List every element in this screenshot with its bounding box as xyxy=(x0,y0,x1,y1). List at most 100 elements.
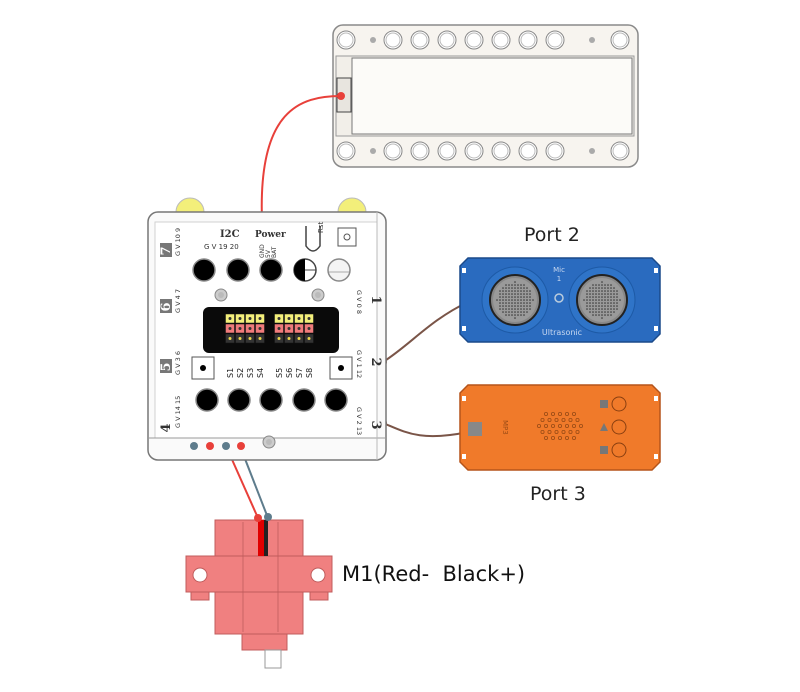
battery-hole xyxy=(491,30,511,50)
port-number: 6 xyxy=(159,299,174,313)
motor-label: M1(Red- Black+) xyxy=(342,562,526,586)
mp3-button[interactable] xyxy=(611,396,627,412)
port-number: 3 xyxy=(368,420,383,429)
socket[interactable] xyxy=(259,388,283,412)
grille-hole xyxy=(572,435,577,440)
socket[interactable] xyxy=(195,388,219,412)
svg-text:4: 4 xyxy=(159,423,174,432)
socket[interactable] xyxy=(259,258,283,282)
grille-hole xyxy=(551,423,556,428)
socket[interactable] xyxy=(226,258,250,282)
grille-hole xyxy=(579,423,584,428)
servo-label: S1 xyxy=(226,368,235,378)
battery-hole xyxy=(410,141,430,161)
ultrasonic-sensor: Mic 1 Ultrasonic xyxy=(459,257,661,343)
grille-hole xyxy=(558,435,563,440)
grille-hole xyxy=(547,429,552,434)
svg-text:7: 7 xyxy=(159,246,174,255)
grille-hole xyxy=(572,411,577,416)
port-pins: G V 10 9 xyxy=(174,228,182,256)
socket[interactable] xyxy=(327,258,351,282)
grille-hole xyxy=(565,411,570,416)
port2-label: Port 2 xyxy=(524,224,580,246)
grille-hole xyxy=(558,411,563,416)
mp3-speaker-grille xyxy=(537,411,584,440)
mp3-text: MP3 xyxy=(501,420,509,435)
grille-hole xyxy=(554,417,559,422)
socket[interactable] xyxy=(227,388,251,412)
grille-hole xyxy=(547,417,552,422)
screws xyxy=(214,288,325,449)
battery-hole xyxy=(336,30,356,50)
grille-hole xyxy=(551,435,556,440)
battery-stud xyxy=(589,148,595,154)
grille-hole xyxy=(544,411,549,416)
grille-hole xyxy=(544,423,549,428)
prev-icon xyxy=(600,400,608,408)
battery-hole xyxy=(437,141,457,161)
i2c-label: I2C xyxy=(220,229,240,240)
port-pins: G V 4 7 xyxy=(174,289,182,313)
servo-label: S8 xyxy=(305,368,314,378)
grille-hole xyxy=(575,429,580,434)
socket[interactable] xyxy=(324,388,348,412)
port-number: 1 xyxy=(368,295,383,304)
battery-stud xyxy=(589,37,595,43)
power-pin-label: 5V xyxy=(265,249,272,258)
mp3-buttons xyxy=(600,396,627,458)
top-sockets xyxy=(192,258,351,282)
port-pins: G V 3 6 xyxy=(174,351,182,375)
servo-label: S6 xyxy=(285,368,294,378)
battery-hole xyxy=(464,141,484,161)
grille-hole xyxy=(554,429,559,434)
servo-header-block xyxy=(203,307,339,353)
servo-label: S2 xyxy=(236,368,245,378)
ultrasonic-text: Ultrasonic xyxy=(542,328,582,337)
battery-hole xyxy=(383,141,403,161)
rst-button[interactable] xyxy=(337,227,357,247)
servo-label: S5 xyxy=(275,368,284,378)
socket[interactable] xyxy=(292,388,316,412)
grille-hole xyxy=(540,429,545,434)
port3-wire xyxy=(382,422,469,438)
battery-hole xyxy=(545,30,565,50)
power-pin-label: GND xyxy=(259,244,266,258)
servo-label: S4 xyxy=(256,368,265,378)
port2-wire xyxy=(382,301,469,363)
ultrasonic-mic-number: 1 xyxy=(557,275,561,283)
port-pins: G V 0 8 xyxy=(355,290,363,314)
grille-hole xyxy=(572,423,577,428)
mp3-button[interactable] xyxy=(611,419,627,435)
grille-hole xyxy=(558,423,563,428)
grille-hole xyxy=(565,435,570,440)
bottom-sockets xyxy=(195,388,348,412)
battery-stud xyxy=(370,37,376,43)
battery-pack xyxy=(332,24,639,168)
grille-hole xyxy=(561,417,566,422)
servo-label: S3 xyxy=(246,368,255,378)
battery-hole xyxy=(610,141,630,161)
port-number: 4 xyxy=(159,423,174,432)
grille-hole xyxy=(561,429,566,434)
socket[interactable] xyxy=(192,258,216,282)
power-wire xyxy=(260,95,342,221)
power-pin-label: BAT xyxy=(271,246,278,258)
battery-holes-bottom xyxy=(336,141,630,161)
ultrasonic-mic-label: Mic xyxy=(553,266,565,274)
grille-hole xyxy=(540,417,545,422)
port-number: 2 xyxy=(368,357,383,366)
i2c-pins-label: G V 19 20 xyxy=(204,243,239,251)
battery-holes-top xyxy=(336,30,630,50)
motor xyxy=(185,513,333,669)
battery-hole xyxy=(518,30,538,50)
grille-hole xyxy=(537,423,542,428)
battery-hole xyxy=(336,141,356,161)
reset-switch[interactable] xyxy=(305,226,321,252)
port-number: 5 xyxy=(159,359,174,373)
port-number: 7 xyxy=(159,243,174,257)
mp3-button[interactable] xyxy=(611,442,627,458)
